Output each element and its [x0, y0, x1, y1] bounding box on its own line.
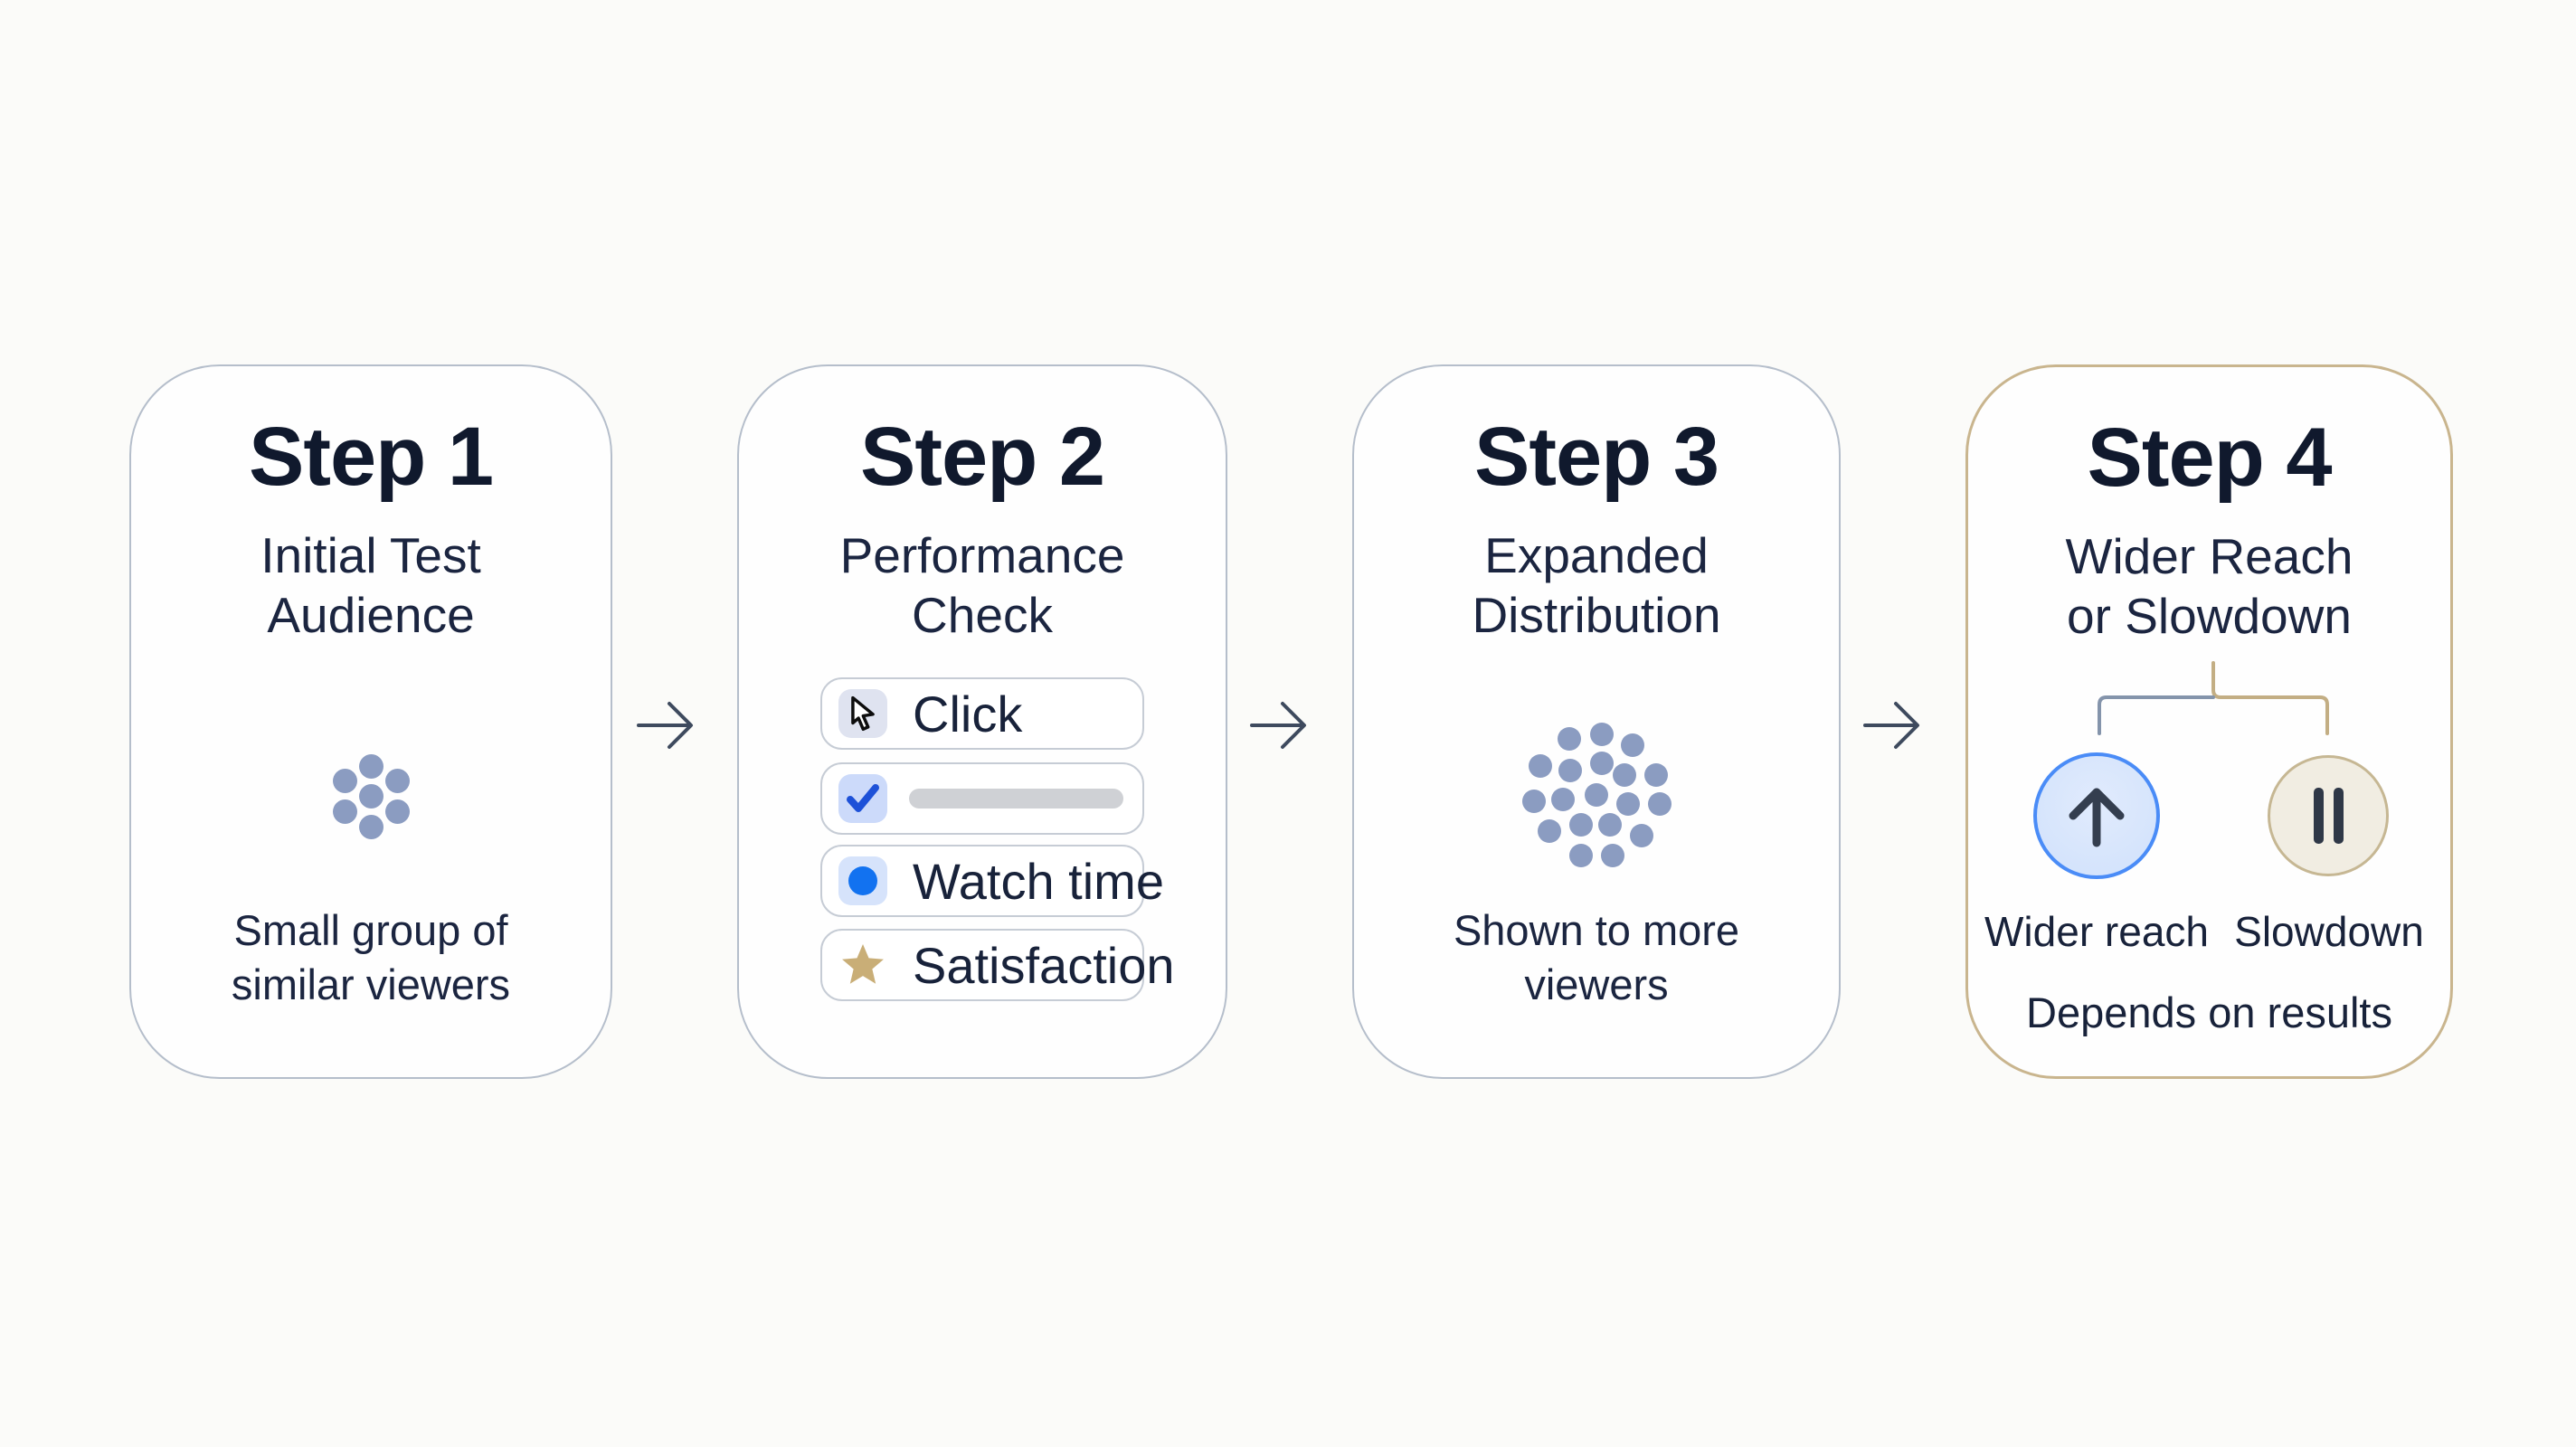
flow-arrow-icon — [1863, 696, 1943, 754]
step-4-footnote: Depends on results — [2026, 988, 2392, 1036]
step-1-subtitle-line-1: Initial Test — [260, 527, 481, 583]
step-card-1: Step 1 Initial Test Audience Small group… — [129, 364, 612, 1079]
branch-connector — [2065, 654, 2363, 749]
metric-label-satisfaction: Satisfaction — [913, 936, 1175, 994]
step-2-subtitle-line-2: Check — [912, 587, 1053, 643]
step-4-subtitle-line-2: or Slowdown — [2067, 588, 2352, 644]
step-1-caption: Small group of similar viewers — [131, 903, 611, 1012]
pause-icon — [2268, 755, 2389, 876]
step-1-caption-line-2: similar viewers — [231, 960, 511, 1008]
step-2-subtitle-line-1: Performance — [839, 527, 1125, 583]
checkmark-icon — [838, 774, 887, 823]
cursor-icon — [838, 689, 887, 738]
flow-arrow-icon — [637, 696, 716, 754]
step-3-subtitle-line-1: Expanded — [1484, 527, 1709, 583]
step-card-4: Step 4 Wider Reach or Slowdown Wider rea… — [1965, 364, 2453, 1079]
metric-row-watch-time: Watch time — [820, 845, 1164, 917]
step-3-caption-line-2: viewers — [1524, 960, 1669, 1008]
progress-bar — [909, 789, 1123, 809]
step-4-subtitle-line-1: Wider Reach — [2065, 528, 2353, 584]
step-4-title: Step 4 — [2087, 411, 2332, 504]
step-3-title: Step 3 — [1473, 411, 1719, 503]
outcome-label-slowdown: Slowdown — [2234, 908, 2424, 955]
step-1-subtitle-line-2: Audience — [267, 587, 475, 643]
step-1-title: Step 1 — [248, 411, 494, 503]
step-1-subtitle: Initial Test Audience — [131, 525, 611, 645]
metric-row-satisfaction: Satisfaction — [820, 929, 1175, 1001]
step-3-caption: Shown to more viewers — [1354, 903, 1839, 1012]
outcome-label-wider-reach: Wider reach — [1984, 908, 2209, 955]
step-3-caption-line-1: Shown to more — [1453, 906, 1740, 954]
step-4-subtitle: Wider Reach or Slowdown — [1968, 526, 2450, 646]
step-3-subtitle: Expanded Distribution — [1354, 525, 1839, 645]
star-icon — [838, 941, 887, 989]
metric-label-watch-time: Watch time — [913, 852, 1164, 910]
metric-row-progress — [820, 762, 1144, 835]
metric-label-click: Click — [913, 685, 1023, 742]
step-card-3: Step 3 Expanded Distribution Shown to mo… — [1352, 364, 1841, 1079]
step-card-2: Step 2 Performance Check Click — [737, 364, 1227, 1079]
up-arrow-icon — [2033, 752, 2160, 879]
step-2-subtitle: Performance Check — [739, 525, 1226, 645]
metric-row-click: Click — [820, 677, 1144, 750]
step-2-title: Step 2 — [859, 411, 1105, 503]
step-3-subtitle-line-2: Distribution — [1472, 587, 1721, 643]
step-1-caption-line-1: Small group of — [233, 906, 508, 954]
flow-arrow-icon — [1250, 696, 1330, 754]
watch-time-dot-icon — [838, 856, 887, 905]
